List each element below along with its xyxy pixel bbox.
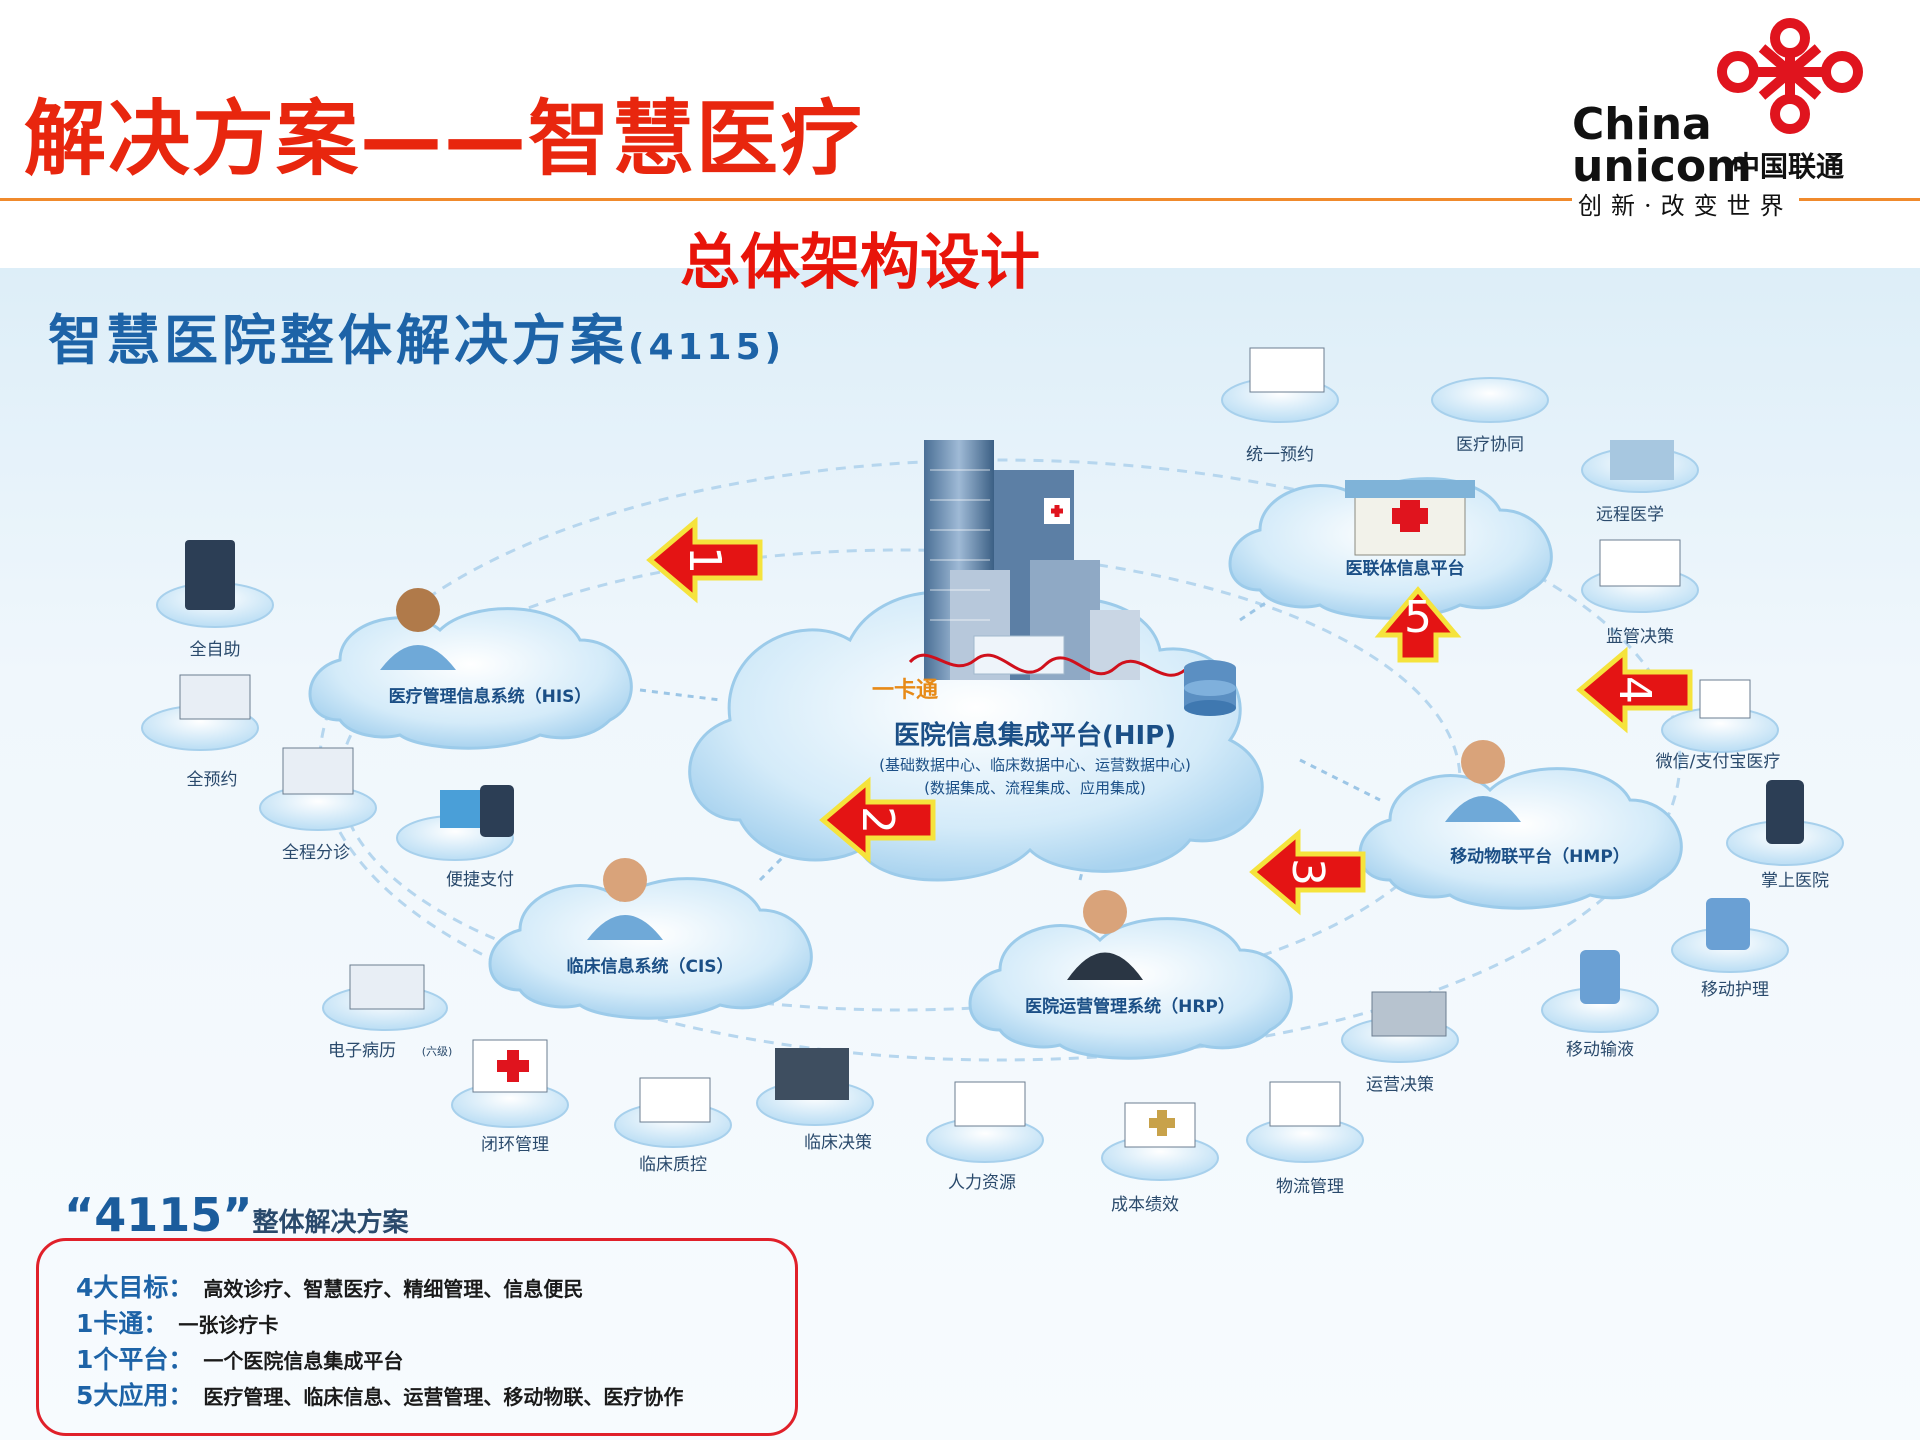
summary-row-value: 一张诊疗卡: [178, 1313, 279, 1337]
summary-row-value: 一个医院信息集成平台: [203, 1349, 404, 1373]
app-label-his-2: 全程分诊: [282, 843, 350, 863]
app-label-hrp-1: 成本绩效: [1111, 1195, 1179, 1215]
summary-title-suffix: 整体解决方案: [252, 1208, 409, 1238]
doctor-figures: [380, 588, 1521, 980]
section-subtitle: 总体架构设计: [680, 228, 1040, 298]
arrow-3: [1249, 828, 1366, 916]
clinic-icon: [1345, 480, 1475, 556]
cost-coin-icon: [1149, 1110, 1175, 1136]
hospital-buildings-icon: [924, 440, 1140, 680]
cis-cloud: [488, 877, 813, 1020]
app-label-his-3: 便捷支付: [446, 870, 514, 890]
diagram-heading-text: 智慧医院整体解决方案: [48, 309, 628, 372]
summary-row: 1卡通： 一张诊疗卡: [76, 1304, 278, 1340]
china-unicom-knot-logo: [1717, 18, 1863, 134]
app-cloud-union-1: [1431, 377, 1549, 423]
app-label-hrp-3: 运营决策: [1366, 1075, 1434, 1095]
arrow-1-number: 1: [679, 546, 730, 574]
cis-label: 临床信息系统（CIS）: [566, 956, 733, 977]
header-divider: [0, 198, 1920, 201]
logo-text-cn: 中国联通: [1732, 150, 1845, 183]
summary-row-value: 高效诊疗、智慧医疗、精细管理、信息便民: [203, 1277, 584, 1301]
app-label-his-1: 全预约: [187, 770, 238, 790]
app-label-cis-1: 闭环管理: [481, 1135, 549, 1155]
arrow-1: [646, 516, 763, 604]
app-label-hrp-0: 人力资源: [948, 1173, 1016, 1193]
app-label-cis-3: 临床决策: [804, 1133, 872, 1153]
app-label-his-0: 全自助: [190, 640, 241, 660]
arrow-5-number: 5: [1404, 592, 1432, 643]
medical-cross-icon: [497, 1050, 529, 1082]
summary-row-value: 医疗管理、临床信息、运营管理、移动物联、医疗协作: [203, 1385, 684, 1409]
app-label-hrp-2: 物流管理: [1276, 1177, 1344, 1197]
summary-highlight-box: [36, 1238, 798, 1436]
summary-title-code: “4115”: [64, 1188, 253, 1242]
app-label-cis-0: 电子病历: [328, 1041, 396, 1061]
card-highlight-scribble: [908, 653, 1186, 677]
summary-row: 1个平台： 一个医院信息集成平台: [76, 1340, 403, 1376]
app-label-hmp-2: 移动护理: [1701, 980, 1769, 1000]
app-label-union-1: 医疗协同: [1456, 435, 1524, 455]
app-label-hmp-0: 微信/支付宝医疗: [1656, 752, 1781, 772]
app-label-union-2: 远程医学: [1596, 505, 1664, 525]
hmp-label: 移动物联平台（HMP）: [1450, 846, 1630, 867]
logo-text-en: China unicom: [1572, 99, 1752, 192]
hip-title: 医院信息集成平台(HIP): [894, 720, 1176, 751]
app-label-cis-2: 临床质控: [639, 1155, 707, 1175]
arrow-3-number: 3: [1282, 858, 1333, 886]
arrow-5: [1374, 586, 1462, 663]
hrp-cloud: [968, 917, 1293, 1060]
slogan: 创新·改变世界: [1572, 186, 1799, 221]
summary-row: 4大目标： 高效诊疗、智慧医疗、精细管理、信息便民: [76, 1268, 583, 1304]
his-label: 医疗管理信息系统（HIS）: [389, 686, 592, 707]
hip-line2: (数据集成、流程集成、应用集成): [924, 779, 1146, 797]
app-label-union-0: 统一预约: [1246, 445, 1314, 465]
hip-line1: (基础数据中心、临床数据中心、运营数据中心): [879, 756, 1191, 774]
summary-title: “4115”整体解决方案: [64, 1188, 409, 1242]
summary-row-key: 4大目标：: [76, 1273, 194, 1302]
his-cloud: [308, 607, 633, 750]
app-device-icons: [179, 347, 1804, 1148]
arrow-4: [1576, 646, 1693, 734]
summary-row: 5大应用： 医疗管理、临床信息、运营管理、移动物联、医疗协作: [76, 1376, 683, 1412]
summary-row-key: 5大应用：: [76, 1381, 194, 1410]
diagram-heading: 智慧医院整体解决方案(4115): [48, 296, 785, 375]
app-label-hmp-3: 移动输液: [1566, 1040, 1634, 1060]
app-label-cis-0-note: (六级): [422, 1045, 453, 1058]
summary-row-key: 1卡通：: [76, 1309, 169, 1338]
arrow-2-number: 2: [852, 806, 903, 834]
app-label-union-3: 监管决策: [1606, 627, 1674, 647]
arrow-2: [819, 776, 936, 864]
summary-row-key: 1个平台：: [76, 1345, 194, 1374]
card-label: 一卡通: [872, 678, 938, 703]
database-icon: [1184, 660, 1236, 716]
hmp-cloud: [1358, 767, 1683, 910]
diagram-heading-code: (4115): [628, 327, 786, 368]
union-label: 医联体信息平台: [1346, 558, 1465, 579]
orbit-outer: [318, 458, 1682, 1062]
hrp-label: 医院运营管理系统（HRP）: [1025, 996, 1235, 1017]
arrow-4-number: 4: [1609, 676, 1660, 704]
app-label-hmp-1: 掌上医院: [1761, 871, 1829, 891]
page-title: 解决方案——智慧医疗: [24, 92, 865, 187]
